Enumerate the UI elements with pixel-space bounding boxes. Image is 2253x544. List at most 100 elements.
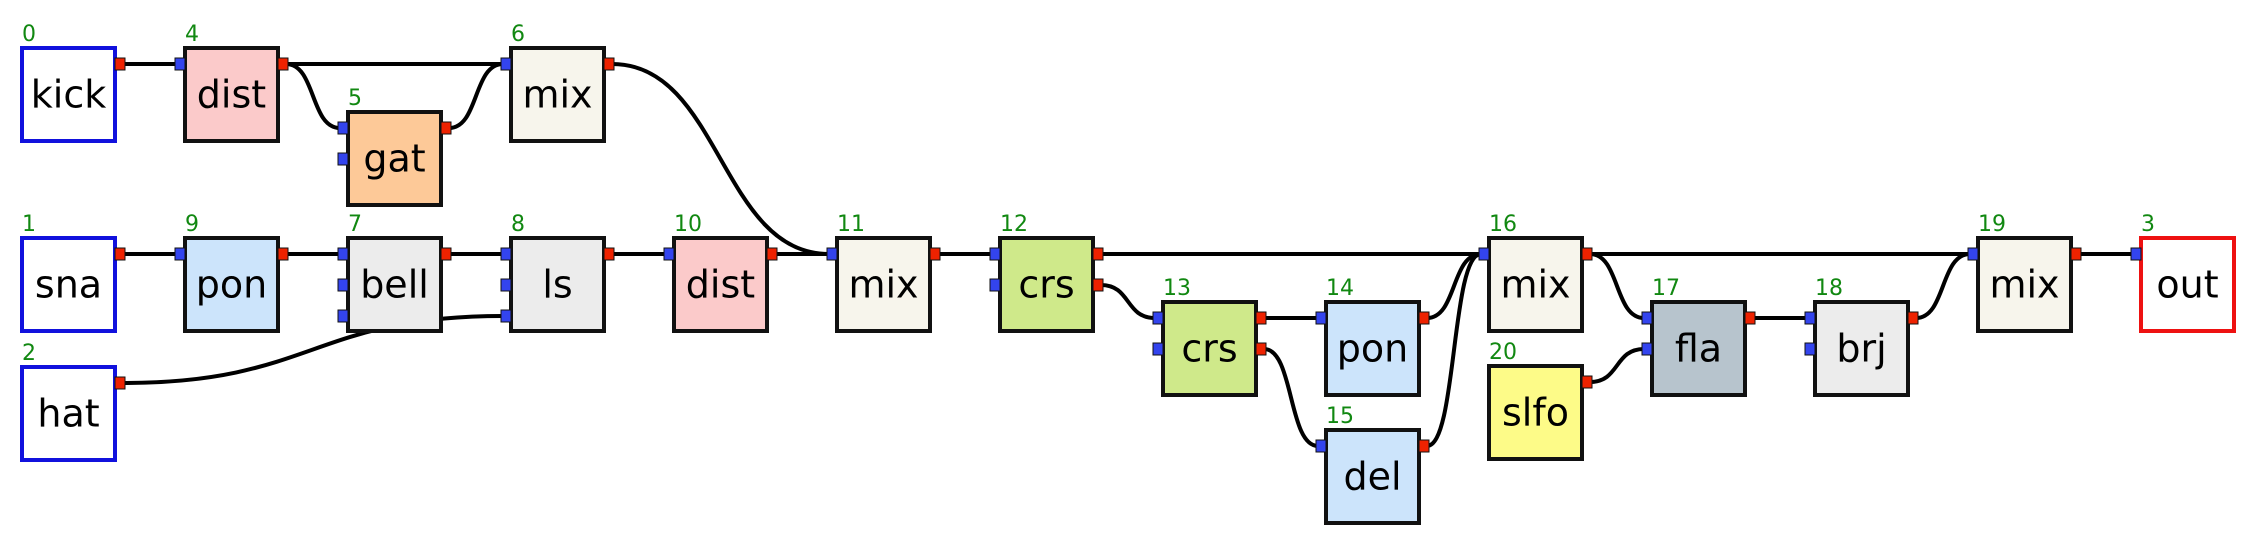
input-port-0[interactable] — [1315, 439, 1327, 453]
output-port-0[interactable] — [1255, 311, 1267, 325]
node-box[interactable] — [672, 236, 769, 333]
input-port-1[interactable] — [989, 278, 1001, 292]
node-box[interactable] — [20, 236, 117, 333]
node-box[interactable] — [835, 236, 932, 333]
input-port-1[interactable] — [337, 278, 349, 292]
node-box[interactable] — [183, 236, 280, 333]
node-9-pon[interactable]: pon 9 — [174, 212, 289, 333]
node-box[interactable] — [1813, 300, 1910, 397]
output-port-1[interactable] — [1255, 342, 1267, 356]
input-port-1[interactable] — [1641, 342, 1653, 356]
node-box[interactable] — [1487, 364, 1584, 461]
input-port-0[interactable] — [337, 247, 349, 261]
input-port-0[interactable] — [2130, 247, 2142, 261]
output-port-1[interactable] — [1092, 278, 1104, 292]
output-port-0[interactable] — [929, 247, 941, 261]
input-port-1[interactable] — [337, 152, 349, 166]
node-box[interactable] — [1324, 428, 1421, 525]
input-port-0[interactable] — [500, 247, 512, 261]
node-box[interactable] — [1650, 300, 1747, 397]
node-id-label: 19 — [1978, 212, 2006, 237]
input-port-0[interactable] — [1152, 311, 1164, 325]
node-box[interactable] — [1324, 300, 1421, 397]
output-port-0[interactable] — [1744, 311, 1756, 325]
node-label: mix — [848, 263, 918, 307]
node-box[interactable] — [509, 46, 606, 143]
node-label: pon — [196, 263, 267, 307]
input-port-2[interactable] — [500, 309, 512, 323]
output-port-0[interactable] — [114, 247, 126, 261]
input-port-0[interactable] — [1804, 311, 1816, 325]
input-port-1[interactable] — [1152, 342, 1164, 356]
node-id-label: 1 — [22, 212, 36, 237]
node-11-mix[interactable]: mix 11 — [826, 212, 941, 333]
output-port-0[interactable] — [114, 57, 126, 71]
node-box[interactable] — [20, 46, 117, 143]
output-port-0[interactable] — [1418, 311, 1430, 325]
output-port-0[interactable] — [2070, 247, 2082, 261]
input-port-0[interactable] — [1967, 247, 1979, 261]
output-port-0[interactable] — [1418, 439, 1430, 453]
output-port-0[interactable] — [114, 376, 126, 390]
node-box[interactable] — [20, 365, 117, 462]
node-id-label: 0 — [22, 22, 36, 47]
output-port-0[interactable] — [1581, 375, 1593, 389]
node-id-label: 9 — [185, 212, 199, 237]
output-port-0[interactable] — [1581, 247, 1593, 261]
output-port-0[interactable] — [1907, 311, 1919, 325]
node-id-label: 11 — [837, 212, 865, 237]
node-box[interactable] — [346, 236, 443, 333]
input-port-0[interactable] — [1641, 311, 1653, 325]
node-id-label: 10 — [674, 212, 702, 237]
node-box[interactable] — [1161, 300, 1258, 397]
output-port-0[interactable] — [603, 247, 615, 261]
node-box[interactable] — [2139, 236, 2236, 333]
node-8-ls[interactable]: ls8 — [500, 212, 615, 333]
output-port-0[interactable] — [440, 121, 452, 135]
input-port-0[interactable] — [1478, 247, 1490, 261]
input-port-0[interactable] — [174, 247, 186, 261]
node-box[interactable] — [1976, 236, 2073, 333]
input-port-0[interactable] — [826, 247, 838, 261]
node-id-label: 18 — [1815, 276, 1843, 301]
input-port-1[interactable] — [500, 278, 512, 292]
input-port-0[interactable] — [989, 247, 1001, 261]
output-port-0[interactable] — [603, 57, 615, 71]
input-port-0[interactable] — [663, 247, 675, 261]
output-port-0[interactable] — [1092, 247, 1104, 261]
node-box[interactable] — [346, 110, 443, 207]
output-port-0[interactable] — [766, 247, 778, 261]
output-port-0[interactable] — [277, 57, 289, 71]
input-port-1[interactable] — [1804, 342, 1816, 356]
output-port-0[interactable] — [277, 247, 289, 261]
node-box[interactable] — [509, 236, 606, 333]
input-port-0[interactable] — [337, 121, 349, 135]
node-box[interactable] — [998, 236, 1095, 333]
node-box[interactable] — [1487, 236, 1584, 333]
input-port-0[interactable] — [500, 57, 512, 71]
output-port-0[interactable] — [440, 247, 452, 261]
input-port-0[interactable] — [1315, 311, 1327, 325]
input-port-0[interactable] — [174, 57, 186, 71]
wire-13-to-15 — [1263, 347, 1319, 448]
node-box[interactable] — [183, 46, 280, 143]
input-port-2[interactable] — [337, 309, 349, 323]
